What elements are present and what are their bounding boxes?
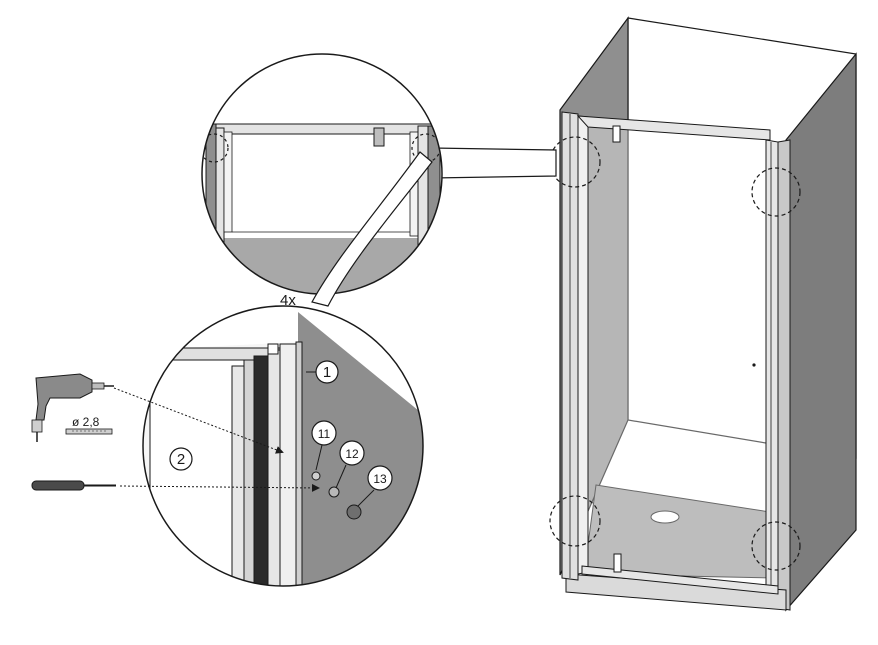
door-knob (752, 363, 756, 367)
top-door-profile (576, 115, 771, 141)
svg-text:1: 1 (323, 364, 331, 381)
repeat-label: 4x (280, 292, 296, 309)
glass-door (585, 125, 768, 584)
bottom-zoom-detail (142, 305, 424, 587)
svg-text:12: 12 (345, 447, 359, 461)
zoom-connector-top (431, 147, 557, 179)
zoom-connector-bottom (311, 151, 433, 307)
cover-cap (346, 504, 362, 520)
left-door-profile (577, 115, 589, 575)
detail-marker-bottom-left (549, 495, 601, 547)
top-hinge (612, 125, 621, 143)
drill-icon (31, 373, 114, 442)
callout-2: 2 (169, 447, 193, 471)
svg-text:ø 2,8: ø 2,8 (72, 415, 100, 429)
right-wall-face (777, 139, 791, 611)
drill-bit-icon: ø 2,8 (65, 415, 113, 435)
callout-12: 12 (335, 440, 365, 489)
screwdriver-path (119, 483, 320, 492)
shower-enclosure (549, 16, 857, 612)
right-door-profile (765, 139, 779, 587)
detail-marker-bottom-right (751, 521, 801, 571)
drill-path (113, 387, 284, 454)
screw-hole (311, 471, 321, 481)
svg-text:2: 2 (177, 451, 185, 468)
washer (328, 486, 340, 498)
svg-text:11: 11 (318, 427, 331, 441)
svg-text:13: 13 (373, 472, 387, 486)
callout-1: 1 (306, 360, 339, 384)
bottom-door-profile (581, 565, 779, 595)
detail-marker-top-right (751, 167, 801, 217)
callout-13: 13 (357, 465, 393, 507)
drain (650, 510, 680, 524)
bottom-hinge (613, 553, 622, 573)
right-wall (785, 52, 857, 612)
screwdriver-icon (31, 480, 116, 491)
callout-11: 11 (311, 420, 337, 471)
